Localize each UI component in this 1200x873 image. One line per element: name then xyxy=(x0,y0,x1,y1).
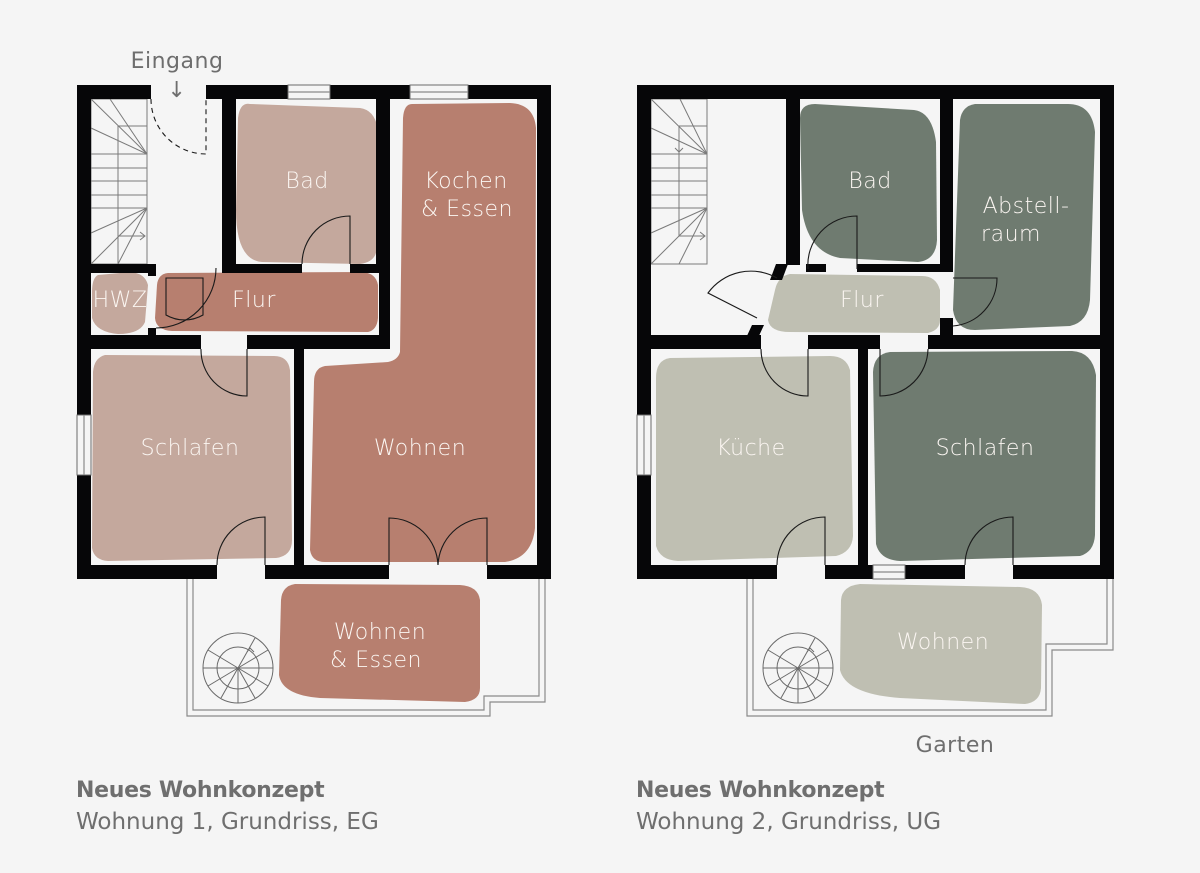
windows xyxy=(76,84,469,476)
spiral-staircase xyxy=(762,632,834,704)
room-schlafen-area xyxy=(873,351,1096,561)
doors xyxy=(150,98,488,566)
room-bad-area xyxy=(236,103,378,265)
caption-title: Neues Wohnkonzept xyxy=(76,778,325,803)
label-essen: & Essen xyxy=(421,197,513,222)
room-schlafen-area xyxy=(92,355,292,561)
walls xyxy=(77,85,551,579)
room-flur-area xyxy=(155,272,378,332)
room-kochen-wohnen-area xyxy=(310,103,536,562)
windows xyxy=(636,414,906,580)
terrace-outline xyxy=(186,578,546,717)
entrance-label: Eingang xyxy=(131,49,224,74)
room-kueche-area xyxy=(656,356,853,561)
label-hwz: HWZ xyxy=(93,288,148,313)
room-terrasse-area xyxy=(840,584,1042,704)
label-bad: Bad xyxy=(285,169,328,194)
label-bad: Bad xyxy=(848,169,891,194)
entrance-arrow-icon: ↓ xyxy=(168,78,187,103)
label-raum: raum xyxy=(981,222,1041,247)
walls xyxy=(637,85,1114,579)
spiral-staircase xyxy=(202,632,274,704)
label-terrasse-wohnen: Wohnen xyxy=(897,630,989,655)
label-flur: Flur xyxy=(232,288,276,313)
caption-subtitle: Wohnung 2, Grundriss, UG xyxy=(636,809,942,835)
room-abstellraum-area xyxy=(953,104,1095,330)
label-wohnen: Wohnen xyxy=(374,436,466,461)
staircase xyxy=(90,98,148,265)
room-labels: Bad Abstell- raum Flur Küche Schlafen Wo… xyxy=(716,169,1069,758)
room-labels: Eingang ↓ Bad Kochen & Essen HWZ Flur Sc… xyxy=(93,49,513,673)
room-hwz-area xyxy=(92,272,148,334)
label-schlafen: Schlafen xyxy=(141,436,240,461)
label-terrasse-essen: & Essen xyxy=(330,648,422,673)
staircase xyxy=(650,98,708,265)
label-schlafen: Schlafen xyxy=(936,436,1035,461)
label-kochen: Kochen xyxy=(424,169,507,194)
label-terrasse-wohnen: Wohnen xyxy=(334,620,426,645)
label-abstell: Abstell- xyxy=(983,194,1070,219)
caption-title: Neues Wohnkonzept xyxy=(636,778,885,803)
label-kueche: Küche xyxy=(716,436,785,461)
room-bad-area xyxy=(800,104,937,262)
caption-wohnung-1: Neues Wohnkonzept Wohnung 1, Grundriss, … xyxy=(76,776,379,838)
doors xyxy=(707,215,1014,566)
caption-wohnung-2: Neues Wohnkonzept Wohnung 2, Grundriss, … xyxy=(636,776,941,838)
floor-plan-wohnung-1: Eingang ↓ Bad Kochen & Essen HWZ Flur Sc… xyxy=(76,49,551,717)
room-terrasse-area xyxy=(279,584,480,702)
terrace-outline xyxy=(746,578,1114,717)
caption-subtitle: Wohnung 1, Grundriss, EG xyxy=(76,809,379,835)
label-flur: Flur xyxy=(840,288,884,313)
floor-plan-wohnung-2: Bad Abstell- raum Flur Küche Schlafen Wo… xyxy=(636,85,1114,758)
room-flur-area xyxy=(768,274,940,333)
garden-label: Garten xyxy=(916,733,995,758)
